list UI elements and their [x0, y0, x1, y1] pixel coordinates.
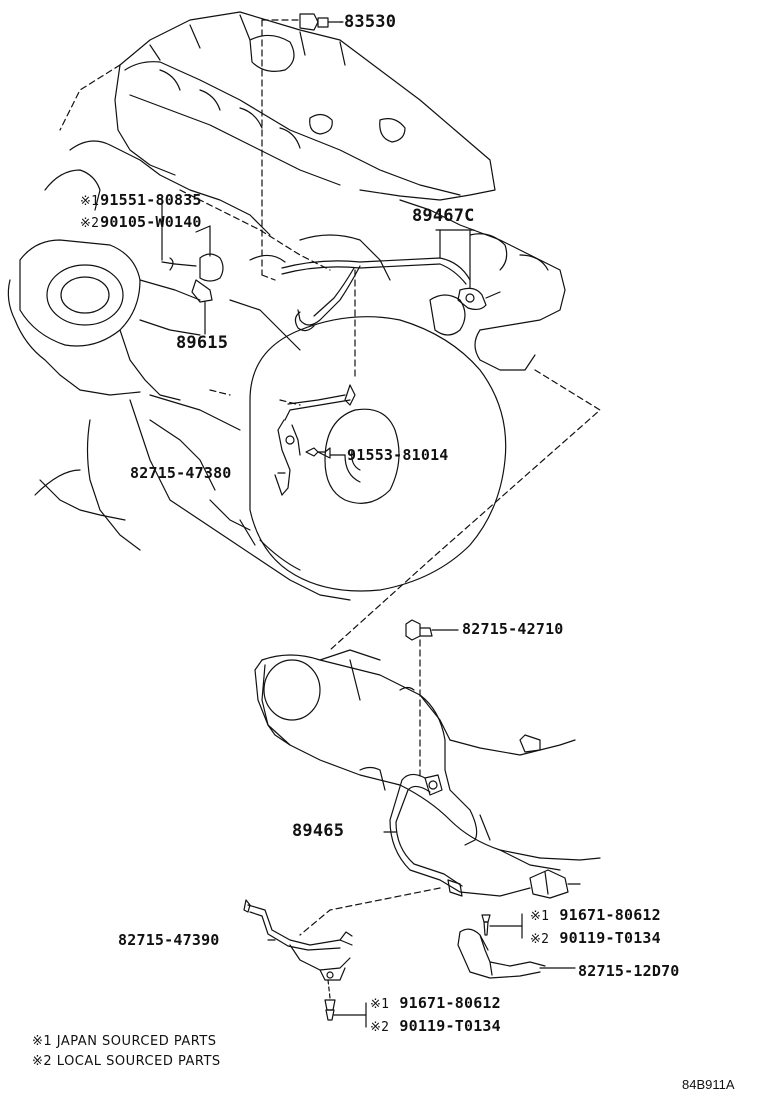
exhaust-catalyst-drawing: [255, 650, 600, 870]
source-mark-2: ※2: [80, 216, 100, 231]
part-label-82715-47380[interactable]: 82715-47380: [130, 464, 232, 482]
part-label-89615[interactable]: 89615: [176, 333, 229, 353]
source-mark-1: ※1: [80, 194, 100, 209]
alt-part-right-1[interactable]: ※1 91671-80612: [530, 906, 661, 924]
alt-part-bottom-2[interactable]: ※2 90119-T0134: [370, 1017, 501, 1035]
wire-bracket-lower-drawing: [244, 900, 366, 1027]
alt-part-right-2[interactable]: ※2 90119-T0134: [530, 929, 661, 947]
part-label-91553-81014[interactable]: 91553-81014: [347, 446, 449, 464]
part-label-89465[interactable]: 89465: [292, 821, 345, 841]
wire-clamp-drawing: [406, 620, 458, 780]
alt-part-right-2-number[interactable]: 90119-T0134: [559, 929, 661, 947]
alt-part-bottom-1-number[interactable]: 91671-80612: [399, 994, 501, 1012]
alt-part-upper-1-number[interactable]: 91551-80835: [100, 191, 202, 209]
alt-part-upper-2[interactable]: ※290105-W0140: [80, 213, 202, 231]
part-label-82715-12D70[interactable]: 82715-12D70: [578, 962, 680, 980]
legend-local-sourced: ※2 LOCAL SOURCED PARTS: [32, 1054, 221, 1069]
alt-part-upper-1[interactable]: ※191551-80835: [80, 191, 202, 209]
alt-part-bottom-1[interactable]: ※1 91671-80612: [370, 994, 501, 1012]
wire-bracket-right-drawing: [458, 914, 575, 978]
part-label-83530[interactable]: 83530: [344, 12, 397, 32]
source-mark-1: ※1: [370, 997, 390, 1012]
alt-part-right-1-number[interactable]: 91671-80612: [559, 906, 661, 924]
alt-part-upper-2-number[interactable]: 90105-W0140: [100, 213, 202, 231]
alt-part-bottom-2-number[interactable]: 90119-T0134: [399, 1017, 501, 1035]
source-mark-1: ※1: [530, 909, 550, 924]
knock-sensor-drawing: [162, 226, 223, 330]
part-label-89467C[interactable]: 89467C: [412, 206, 475, 226]
oil-pressure-switch-drawing: [300, 14, 342, 30]
part-label-82715-47390[interactable]: 82715-47390: [118, 931, 220, 949]
legend-japan-sourced: ※1 JAPAN SOURCED PARTS: [32, 1034, 217, 1049]
illustration-code: 84B911A: [682, 1077, 735, 1092]
oxygen-sensor-lower-drawing: [300, 774, 580, 935]
source-mark-2: ※2: [530, 932, 550, 947]
part-label-82715-42710[interactable]: 82715-42710: [462, 620, 564, 638]
engine-block-drawing: [8, 12, 565, 600]
source-mark-2: ※2: [370, 1020, 390, 1035]
wire-bracket-upper-drawing: [275, 385, 355, 495]
oxygen-sensor-upper-drawing: [282, 230, 500, 380]
